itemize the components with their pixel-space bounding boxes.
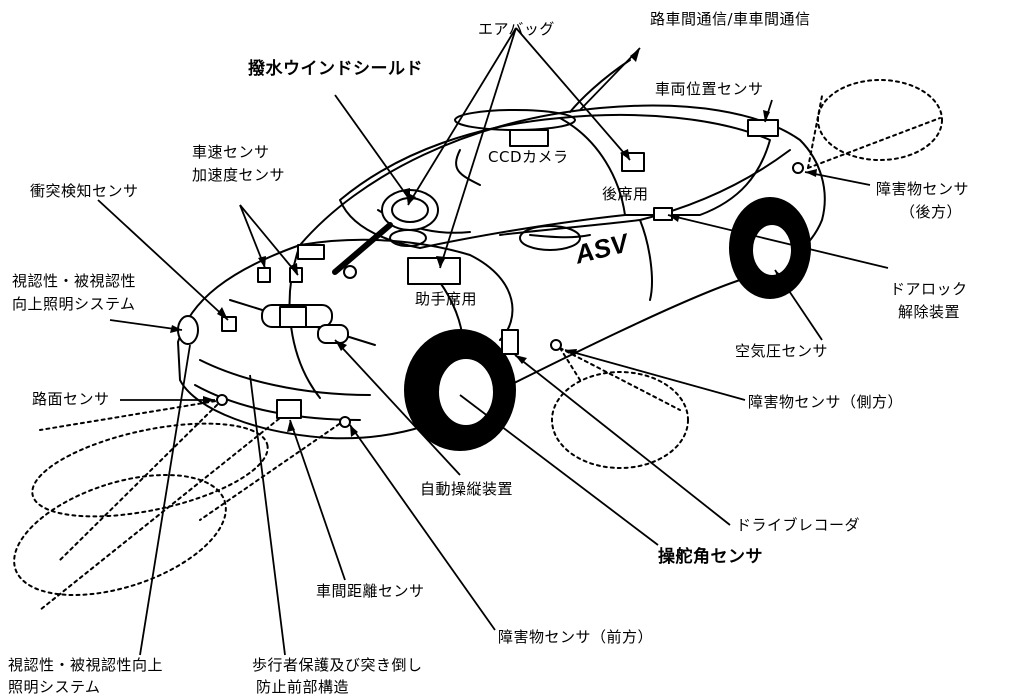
label-obstacle-sensor-rear-2: （後方）	[900, 203, 963, 221]
label-door-lock-release-2: 解除装置	[898, 303, 961, 321]
label-visibility-lighting-upper-1: 視認性・被視認性	[12, 272, 137, 290]
label-drive-recorder: ドライブレコーダ	[736, 516, 861, 534]
label-airbag: エアバッグ	[478, 20, 555, 38]
label-collision-detection-sensor: 衝突検知センサ	[30, 182, 139, 200]
label-pedestrian-protection-2: 防止前部構造	[256, 678, 350, 696]
ccd-camera-box	[509, 129, 549, 147]
wheels	[404, 197, 811, 451]
label-rear-seat: 後席用	[602, 185, 649, 203]
label-road-vehicle-comm: 路車間通信/車車間通信	[650, 10, 811, 28]
label-tire-pressure-sensor: 空気圧センサ	[735, 342, 829, 360]
label-door-lock-release-1: ドアロック	[890, 280, 968, 298]
label-inter-vehicle-distance-sensor: 車間距離センサ	[316, 582, 425, 600]
leader-lines	[97, 27, 889, 656]
side-mirror	[389, 229, 427, 247]
label-vehicle-speed-sensor: 車速センサ	[192, 143, 270, 161]
label-obstacle-sensor-rear-1: 障害物センサ	[876, 180, 970, 198]
components	[177, 119, 804, 428]
label-passenger-seat: 助手席用	[415, 290, 478, 308]
label-water-repellent-windshield: 撥水ウインドシールド	[248, 59, 423, 79]
label-obstacle-sensor-front: 障害物センサ（前方）	[498, 628, 654, 646]
arrow-heads	[170, 48, 817, 437]
drive-recorder-box	[501, 329, 519, 355]
label-vehicle-position-sensor: 車両位置センサ	[655, 80, 764, 98]
label-pedestrian-protection-1: 歩行者保護及び突き倒し	[252, 656, 423, 674]
rear-obstacle-zone	[817, 79, 943, 161]
position-sensor-box	[747, 119, 779, 137]
label-automatic-control-device: 自動操縦装置	[420, 480, 514, 498]
label-road-surface-sensor: 路面センサ	[32, 390, 110, 408]
label-visibility-lighting-lower-1: 視認性・被視認性向上	[8, 656, 164, 674]
label-steering-angle-sensor: 操舵角センサ	[658, 547, 763, 567]
passenger-airbag-box	[407, 257, 461, 285]
side-obstacle-zone	[551, 371, 689, 469]
label-visibility-lighting-upper-2: 向上照明システム	[12, 295, 136, 313]
label-obstacle-sensor-side: 障害物センサ（側方）	[748, 393, 904, 411]
car-badge: ASV	[571, 227, 634, 270]
label-visibility-lighting-lower-2: 照明システム	[8, 678, 101, 696]
label-acceleration-sensor: 加速度センサ	[192, 166, 286, 184]
label-ccd-camera: CCDカメラ	[488, 148, 569, 166]
